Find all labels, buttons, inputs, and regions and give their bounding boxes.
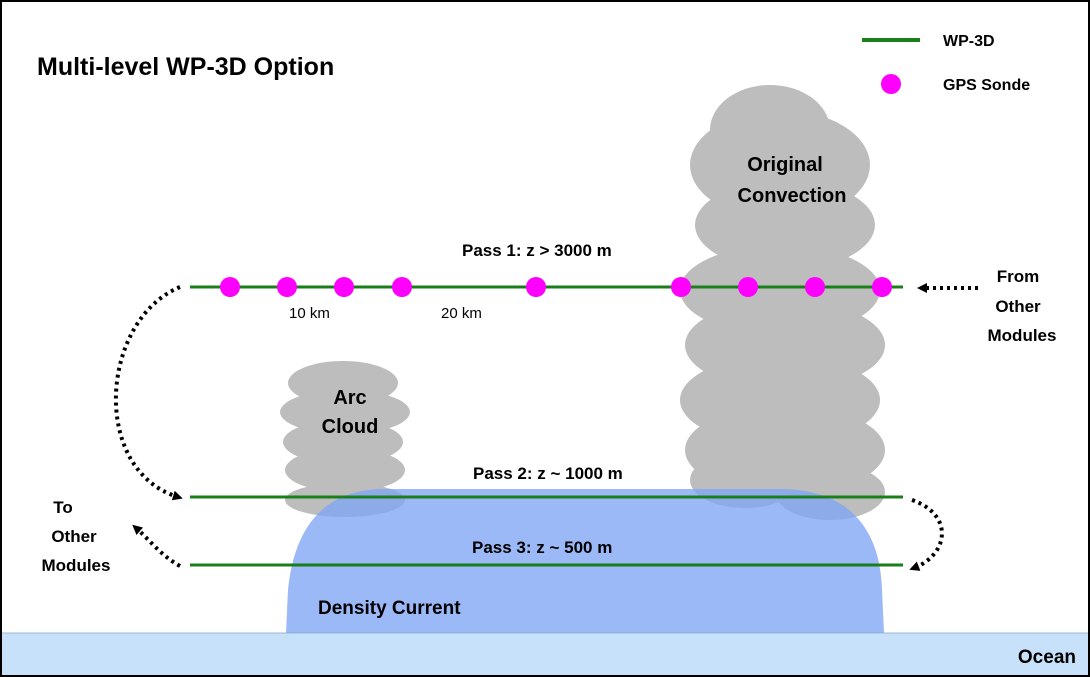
gps-sonde-marker [738, 277, 758, 297]
ocean-label: Ocean [1018, 647, 1076, 668]
spacing-20km-label: 20 km [441, 305, 482, 322]
original-convection-cloud [680, 85, 885, 520]
gps-sonde-marker [805, 277, 825, 297]
pass-2-label: Pass 2: z ~ 1000 m [473, 464, 623, 483]
spacing-10km-label: 10 km [289, 305, 330, 322]
legend-sonde-label: GPS Sonde [943, 77, 1030, 94]
gps-sonde-marker [671, 277, 691, 297]
to-modules-line2: Other [51, 527, 97, 546]
from-modules-line3: Modules [988, 326, 1057, 345]
from-modules-line1: From [997, 267, 1040, 286]
legend-aircraft-label: WP-3D [943, 33, 995, 50]
gps-sonde-marker [220, 277, 240, 297]
pass-3-label: Pass 3: z ~ 500 m [472, 538, 612, 557]
ocean-band [2, 633, 1088, 675]
convection-label-line2: Convection [738, 185, 847, 207]
legend-sonde-marker [881, 74, 901, 94]
to-modules-line3: Modules [42, 556, 111, 575]
diagram-title: Multi-level WP-3D Option [37, 53, 334, 81]
pass-1-label: Pass 1: z > 3000 m [462, 241, 612, 260]
gps-sonde-marker [334, 277, 354, 297]
gps-sonde-markers [220, 277, 892, 297]
density-current-label: Density Current [318, 598, 461, 619]
pass2-to-pass3-arrow [909, 498, 944, 571]
arc-cloud [280, 361, 410, 517]
density-current-body [286, 489, 884, 633]
gps-sonde-marker [872, 277, 892, 297]
convection-label-line1: Original [747, 154, 823, 176]
pass1-to-pass2-arrow [113, 285, 183, 501]
gps-sonde-marker [526, 277, 546, 297]
to-other-modules-arrow [132, 524, 181, 568]
gps-sonde-marker [277, 277, 297, 297]
arc-cloud-label-line1: Arc [333, 387, 366, 409]
to-modules-line1: To [53, 498, 73, 517]
arc-cloud-label-line2: Cloud [322, 416, 379, 438]
gps-sonde-marker [392, 277, 412, 297]
from-modules-line2: Other [995, 297, 1041, 316]
